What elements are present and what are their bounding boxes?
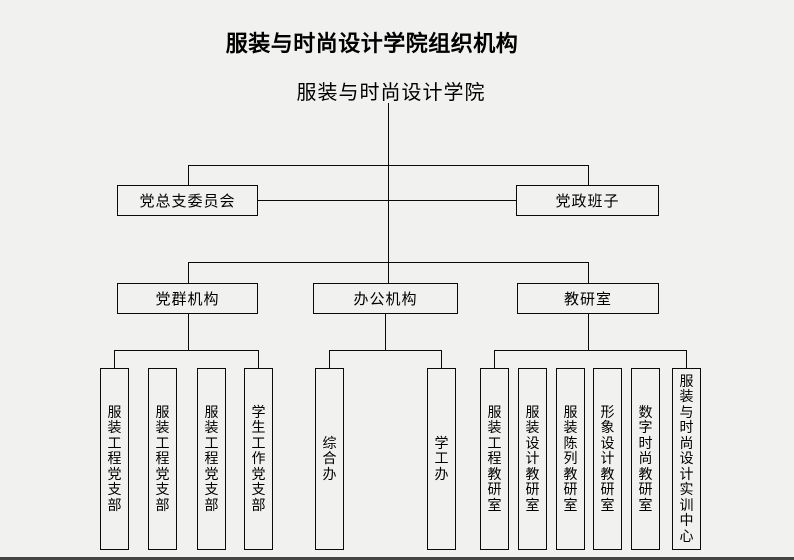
leaf-label: 数字时尚教研室: [638, 403, 653, 513]
connector-leaf-drop: [329, 350, 330, 368]
connector-level2-mid: [258, 200, 516, 201]
connector-level2-drop-left: [188, 165, 189, 185]
connector-leaf-drop: [114, 350, 115, 368]
node-fashion-design-tro: 服装设计教研室: [518, 368, 547, 550]
node-party-admin-team-label: 党政班子: [555, 193, 620, 210]
leaf-label: 学工办: [434, 434, 449, 482]
root-node-label: 服装与时尚设计学院: [296, 82, 486, 104]
node-fashion-display-tro: 服装陈列教研室: [556, 368, 585, 550]
connector-leaf-drop: [494, 350, 495, 368]
node-party-mass-org-label: 党群机构: [155, 291, 220, 308]
leaf-label: 综合办: [322, 434, 337, 482]
leaf-label: 服装工程教研室: [487, 403, 502, 513]
node-party-mass-org: 党群机构: [117, 283, 258, 314]
node-party-admin-team: 党政班子: [516, 185, 659, 216]
leaf-label: 服装工程党支部: [107, 403, 122, 513]
node-garment-engineering-branch-2: 服装工程党支部: [148, 368, 177, 550]
connector-group-left: [114, 350, 259, 351]
connector-stub-office: [385, 314, 386, 350]
connector-leaf-drop: [686, 350, 687, 368]
leaf-label: 服装设计教研室: [525, 403, 540, 513]
connector-stub-party-mass: [188, 314, 189, 350]
node-general-office: 综合办: [315, 368, 344, 550]
node-digital-fashion-tro: 数字时尚教研室: [631, 368, 660, 550]
node-image-design-tro: 形象设计教研室: [593, 368, 622, 550]
connector-level2-drop-right: [588, 165, 589, 185]
node-office-org-label: 办公机构: [353, 291, 418, 308]
connector-trunk: [388, 103, 389, 283]
leaf-label: 形象设计教研室: [600, 403, 615, 513]
node-teaching-research-office: 教研室: [517, 283, 659, 314]
node-garment-engineering-branch-3: 服装工程党支部: [197, 368, 226, 550]
connector-group-mid: [329, 350, 442, 351]
chart-title: 服装与时尚设计学院组织机构: [225, 31, 519, 56]
leaf-label: 服装陈列教研室: [563, 403, 578, 513]
connector-stub-teaching: [588, 314, 589, 350]
node-garment-engineering-branch-1: 服装工程党支部: [100, 368, 129, 550]
leaf-label: 服装工程党支部: [155, 403, 170, 513]
connector-level3-drop-right: [588, 262, 589, 283]
node-teaching-research-office-label: 教研室: [563, 291, 612, 308]
connector-level3-top: [188, 262, 589, 263]
node-party-committee: 党总支委员会: [117, 185, 258, 216]
connector-leaf-drop: [258, 350, 259, 368]
connector-group-right: [494, 350, 687, 351]
leaf-label: 服装工程党支部: [204, 403, 219, 513]
connector-level2-top: [188, 165, 589, 166]
node-student-office: 学工办: [427, 368, 456, 550]
connector-leaf-drop: [441, 350, 442, 368]
node-fashion-training-center: 服装与时尚设计实训中心: [672, 368, 701, 550]
leaf-label: 服装与时尚设计实训中心: [679, 372, 694, 544]
screenshot-bottom-edge: [0, 557, 794, 560]
leaf-label: 学生工作党支部: [251, 403, 266, 513]
connector-level3-drop-left: [188, 262, 189, 283]
node-garment-engineering-tro: 服装工程教研室: [480, 368, 509, 550]
node-party-committee-label: 党总支委员会: [139, 193, 236, 210]
node-office-org: 办公机构: [313, 283, 458, 314]
node-student-affairs-branch: 学生工作党支部: [244, 368, 273, 550]
